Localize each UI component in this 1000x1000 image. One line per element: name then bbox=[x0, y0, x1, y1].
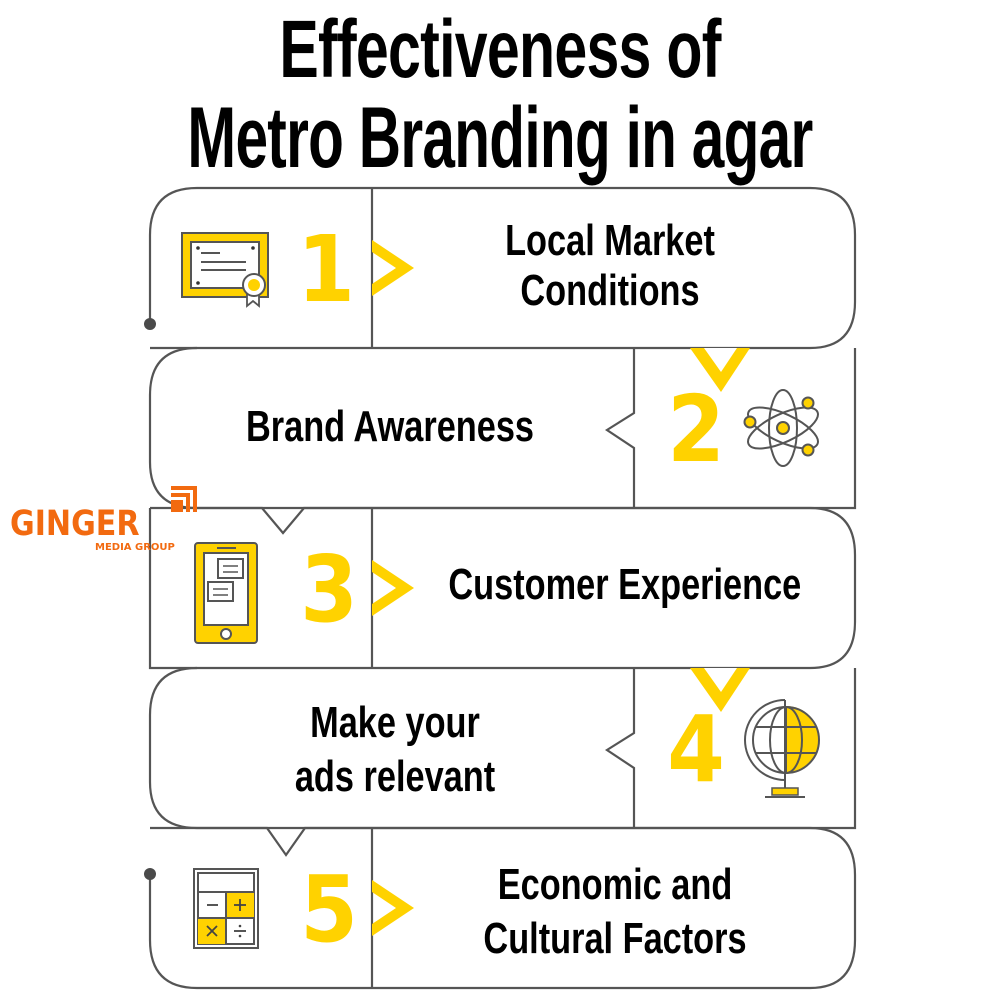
atom-icon bbox=[743, 389, 819, 467]
step-4-label: Make your ads relevant bbox=[294, 698, 496, 801]
step-2-label: Brand Awareness bbox=[245, 402, 535, 451]
step-4-number: 4 bbox=[667, 696, 725, 803]
smartphone-chat-icon bbox=[194, 542, 258, 644]
signal-corner-icon bbox=[171, 486, 197, 512]
chevron-right-icon bbox=[372, 240, 414, 296]
logo-subtitle: MEDIA GROUP bbox=[95, 542, 175, 553]
globe-icon bbox=[744, 699, 820, 798]
step-3-box bbox=[148, 506, 857, 670]
step-2-number: 2 bbox=[667, 376, 725, 483]
chevron-right-icon bbox=[372, 880, 414, 936]
step-3-label: Customer Experience bbox=[448, 560, 802, 609]
step-5-number: 5 bbox=[300, 856, 358, 963]
page-title-line-1: Effectiveness of bbox=[279, 4, 721, 95]
step-2-divider bbox=[604, 348, 636, 508]
step-1-box bbox=[148, 186, 857, 350]
connector-dot-bottom bbox=[144, 868, 156, 880]
step-3-number: 3 bbox=[300, 536, 358, 643]
page-title-line-2: Metro Branding in agar bbox=[187, 90, 813, 186]
step-1-number: 1 bbox=[297, 216, 355, 323]
step-4-divider bbox=[604, 668, 636, 828]
certificate-icon bbox=[181, 232, 269, 308]
step-5-box bbox=[148, 826, 857, 990]
step-1-label: Local Market Conditions bbox=[505, 216, 715, 315]
chevron-right-icon bbox=[372, 560, 414, 616]
calculator-icon bbox=[193, 868, 259, 949]
connector-dot-top bbox=[144, 318, 156, 330]
logo-brand-text: GINGER bbox=[10, 504, 140, 544]
ginger-media-group-logo: GINGER MEDIA GROUP bbox=[10, 504, 175, 553]
step-5-label: Economic and Cultural Factors bbox=[483, 860, 747, 963]
